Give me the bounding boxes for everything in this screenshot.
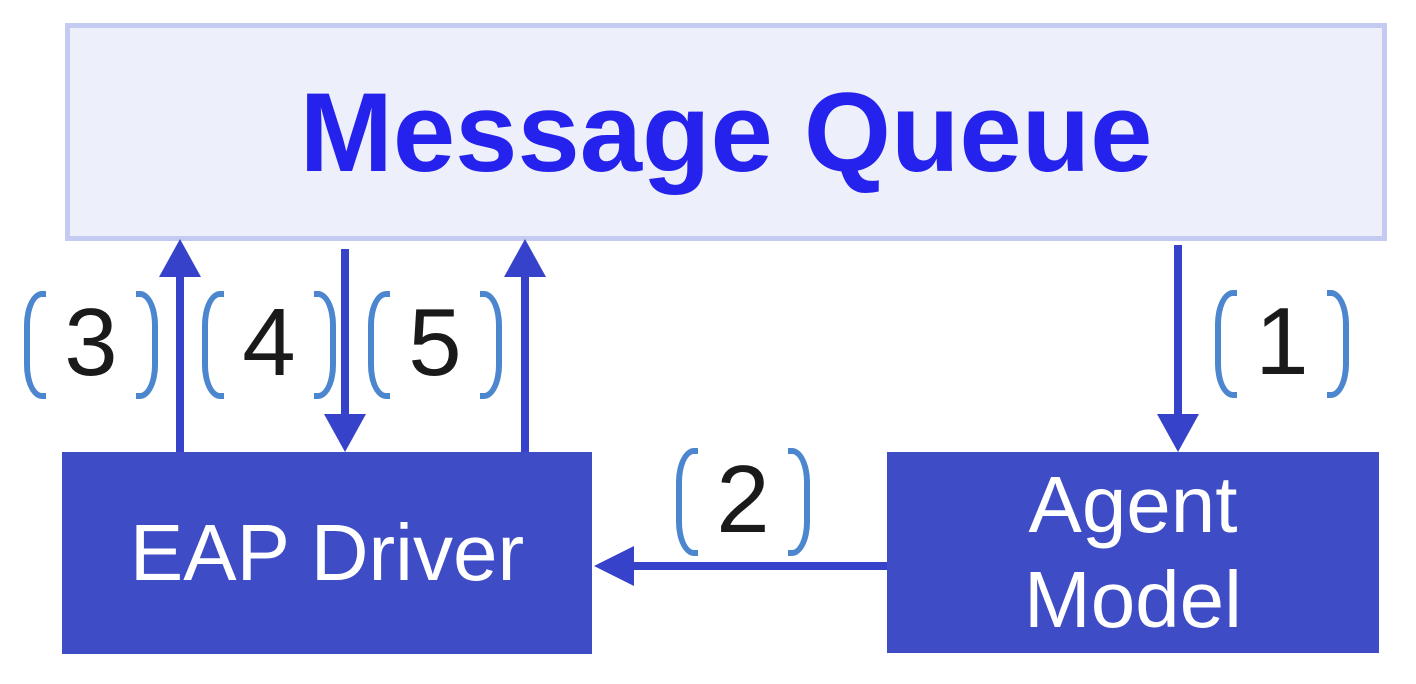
message-queue-label: Message Queue [299,69,1153,195]
bracket-right-icon [479,291,502,399]
step-number-5: 5 [408,289,462,396]
step-number-2: 2 [716,446,770,553]
step-label-1: 1 [1215,290,1349,398]
bracket-left-icon [676,448,698,556]
eap-driver-label: EAP Driver [129,507,525,597]
eap-driver-node: EAP Driver [62,452,592,654]
arrow-2-head-left-icon [594,546,634,586]
bracket-right-icon [1326,290,1349,398]
bracket-right-icon [135,291,158,399]
step-number-4: 4 [242,289,296,396]
step-label-4: 4 [202,291,336,399]
bracket-right-icon [313,291,336,399]
arrow-3-eap-to-queue [159,239,201,452]
arrow-5-head-up-icon [504,239,546,277]
agent-model-label-line2: Model [1024,554,1242,644]
arrow-5-eap-to-queue [504,239,546,452]
step-number-1: 1 [1255,288,1309,395]
bracket-right-icon [787,448,810,556]
agent-model-label-line1: Agent [1028,460,1238,550]
bracket-left-icon [202,291,224,399]
agent-model-node: Agent Model [887,452,1379,653]
bracket-left-icon [368,291,390,399]
arrow-1-head-down-icon [1157,414,1199,452]
arrow-4-head-down-icon [324,414,366,452]
arrow-2-agent-to-eap [594,546,887,586]
message-queue-node: Message Queue [65,23,1387,241]
bracket-left-icon [1215,290,1237,398]
step-label-3: 3 [24,291,158,399]
step-label-2: 2 [676,448,810,556]
bracket-left-icon [24,291,46,399]
arrow-4-queue-to-eap [324,249,366,452]
arrow-1-queue-to-agent [1157,245,1199,452]
arrow-3-head-up-icon [159,239,201,277]
step-label-5: 5 [368,291,502,399]
agent-model-label: Agent Model [1024,458,1242,647]
step-number-3: 3 [64,289,118,396]
